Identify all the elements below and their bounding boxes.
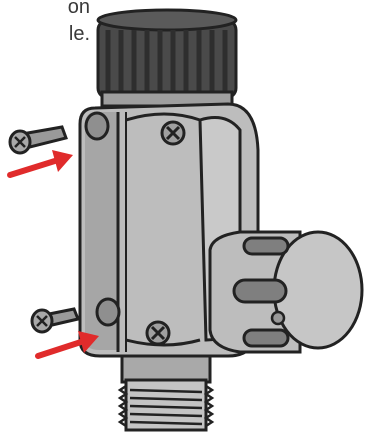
installed-screw-bottom <box>147 322 169 344</box>
top-knob <box>98 10 236 106</box>
installed-screw-top <box>162 122 184 144</box>
threaded-fitting <box>120 352 212 430</box>
screw-icon <box>32 309 78 332</box>
side-knob <box>210 232 362 352</box>
screw-icon <box>10 127 66 153</box>
